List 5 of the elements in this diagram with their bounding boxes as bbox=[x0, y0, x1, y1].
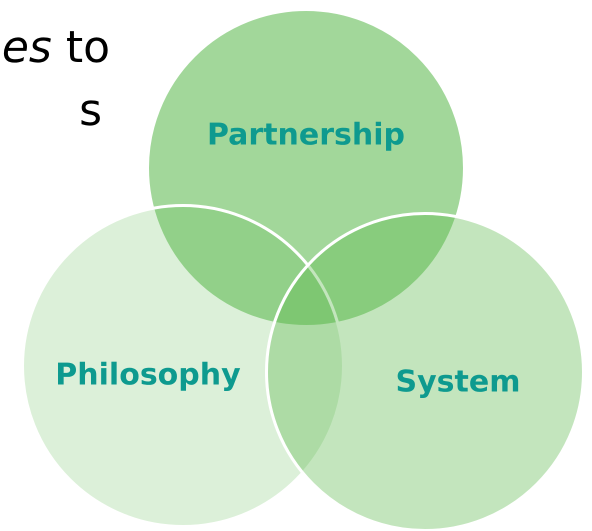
slide-text: es to bbox=[0, 22, 110, 74]
circle-label: System bbox=[396, 364, 520, 402]
circle-label: Philosophy bbox=[55, 356, 241, 394]
slide-text: s bbox=[78, 85, 102, 137]
circle-label: Partnership bbox=[206, 116, 406, 154]
